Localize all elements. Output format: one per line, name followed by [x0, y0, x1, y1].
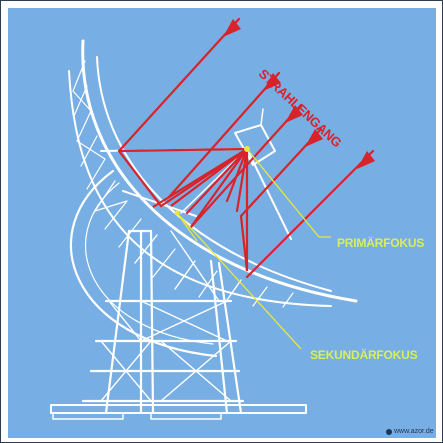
ray-paths — [117, 17, 375, 279]
reflected-ray — [189, 147, 249, 229]
base-rail — [150, 412, 222, 420]
ray-arrowheads — [223, 19, 375, 169]
base-rail — [52, 412, 124, 420]
mount-bracing — [100, 230, 232, 402]
credit-text: www.azor.de — [394, 428, 434, 435]
incoming-ray — [117, 17, 241, 153]
secondary-focus-label: SEKUNDÄRFOKUS — [310, 348, 418, 362]
primary-focus-line — [246, 148, 331, 238]
elevation-wheel — [69, 169, 218, 358]
mount-frame — [81, 229, 245, 415]
primary-focus-label: PRIMÄRFOKUS — [337, 236, 425, 250]
dish-truss-lattice — [72, 60, 294, 308]
reflected-ray — [152, 147, 249, 215]
copyright-icon — [386, 429, 392, 435]
incoming-ray — [167, 71, 281, 199]
secondary-focus-line — [176, 212, 302, 350]
base-rail — [50, 404, 307, 414]
telescope-diagram — [50, 17, 375, 420]
secondary-focus-point — [174, 210, 180, 216]
primary-focus-point — [244, 146, 250, 152]
reflected-ray — [117, 147, 249, 208]
focus-pointers — [176, 148, 331, 350]
dish-inner-edge — [96, 56, 332, 292]
incoming-ray — [245, 149, 375, 279]
diagram-canvas: STRAHLENGANG PRIMÄRFOKUS SEKUNDÄRFOKUS w… — [8, 8, 436, 438]
reflected-ray — [239, 147, 249, 272]
